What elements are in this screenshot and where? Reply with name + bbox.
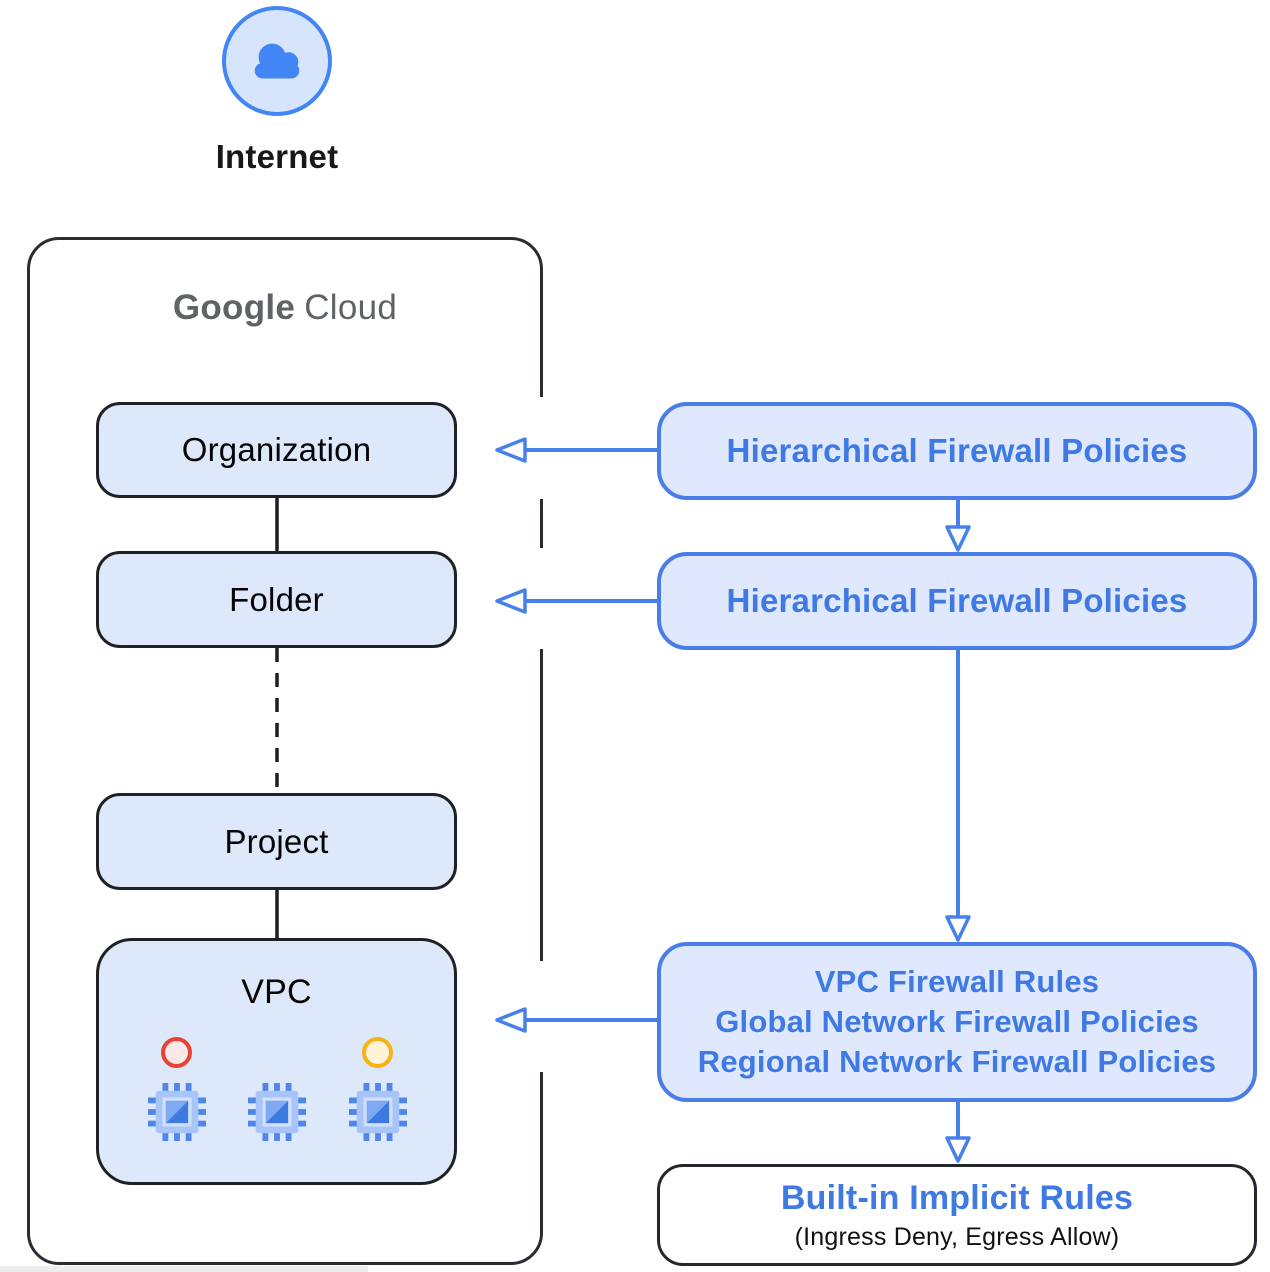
hierarchical-firewall-policies-box-folder: Hierarchical Firewall Policies xyxy=(657,552,1257,650)
folder-label: Folder xyxy=(229,580,324,618)
project-box: Project xyxy=(96,793,457,890)
vpc-firewall-rules-box: VPC Firewall Rules Global Network Firewa… xyxy=(657,942,1257,1102)
page-bottom-edge xyxy=(0,1266,368,1272)
internet-label: Internet xyxy=(215,138,339,175)
vpc-rules-line-1: VPC Firewall Rules xyxy=(814,964,1100,999)
container-border-gap xyxy=(535,961,550,1072)
brand-word-google: Google xyxy=(172,288,296,327)
project-label: Project xyxy=(224,822,329,860)
organization-label: Organization xyxy=(181,431,372,468)
folder-box: Folder xyxy=(96,551,457,648)
rules-to-implicit-arrow xyxy=(945,1102,971,1163)
implicit-rules-subtitle: (Ingress Deny, Egress Allow) xyxy=(794,1222,1120,1251)
hfp1-to-hfp2-arrow xyxy=(945,500,971,552)
internet-node xyxy=(222,6,332,116)
compute-vm-chip-icon xyxy=(349,1083,407,1141)
vpc-rules-line-3: Regional Network Firewall Policies xyxy=(697,1044,1217,1079)
brand-word-cloud: Cloud xyxy=(304,288,398,327)
hfp-folder-label: Hierarchical Firewall Policies xyxy=(726,582,1188,619)
yellow-status-circle xyxy=(362,1037,393,1068)
vpc-label: VPC xyxy=(241,973,312,1011)
vpc-box: VPC xyxy=(96,938,457,1185)
vpc-rules-line-2: Global Network Firewall Policies xyxy=(715,1004,1199,1039)
built-in-implicit-rules-box: Built-in Implicit Rules (Ingress Deny, E… xyxy=(657,1164,1257,1266)
container-border-gap xyxy=(535,548,550,649)
implicit-rules-title: Built-in Implicit Rules xyxy=(780,1178,1134,1217)
cloud-icon xyxy=(254,43,300,79)
compute-vm-chip-icon xyxy=(248,1083,306,1141)
compute-vm-chip-icon xyxy=(148,1083,206,1141)
red-status-circle xyxy=(161,1037,192,1068)
container-border-gap xyxy=(535,397,550,499)
hierarchical-firewall-policies-box-org: Hierarchical Firewall Policies xyxy=(657,402,1257,500)
organization-box: Organization xyxy=(96,402,457,498)
hfp-org-label: Hierarchical Firewall Policies xyxy=(726,432,1188,469)
hfp2-to-rules-arrow xyxy=(945,650,971,942)
